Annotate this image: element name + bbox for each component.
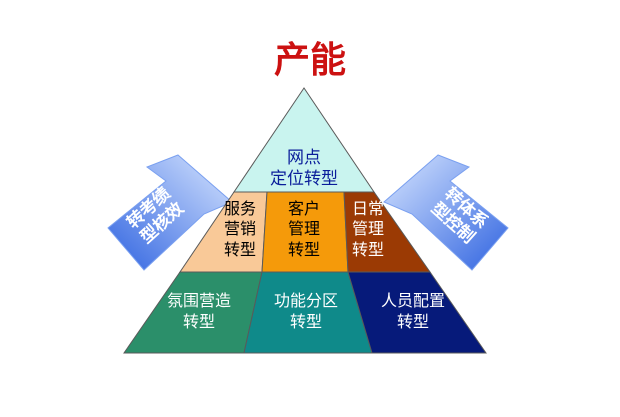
right-arrow-shape (383, 154, 509, 271)
middle-right-line-2: 管理 (352, 219, 384, 238)
bottom-right-label: 人员配置 转型 (381, 291, 445, 331)
middle-right-line-3: 转型 (352, 240, 384, 259)
diagram-title: 产能 (274, 40, 346, 81)
top-tier-line-2: 定位转型 (270, 169, 338, 189)
middle-left-line-3: 转型 (224, 240, 256, 259)
middle-right-label: 日常 管理 转型 (352, 199, 384, 259)
middle-left-line-1: 服务 (224, 199, 256, 218)
bottom-center-label: 功能分区 转型 (274, 291, 338, 331)
middle-center-label: 客户 管理 转型 (288, 199, 320, 259)
middle-left-line-2: 营销 (224, 219, 256, 238)
top-tier-line-1: 网点 (287, 148, 321, 168)
bottom-right-line-1: 人员配置 (381, 291, 445, 310)
middle-left-label: 服务 营销 转型 (224, 199, 256, 259)
bottom-tier-right (347, 271, 487, 354)
bottom-left-line-2: 转型 (183, 312, 215, 331)
middle-center-line-1: 客户 (288, 199, 320, 218)
bottom-center-line-1: 功能分区 (274, 291, 338, 310)
middle-right-line-1: 日常 (352, 199, 384, 218)
middle-center-line-2: 管理 (288, 219, 320, 238)
bottom-center-line-2: 转型 (290, 312, 322, 331)
bottom-right-line-2: 转型 (397, 312, 429, 331)
bottom-left-label: 氛围营造 转型 (167, 291, 231, 331)
middle-center-line-3: 转型 (288, 240, 320, 259)
bottom-left-line-1: 氛围营造 (167, 291, 231, 310)
